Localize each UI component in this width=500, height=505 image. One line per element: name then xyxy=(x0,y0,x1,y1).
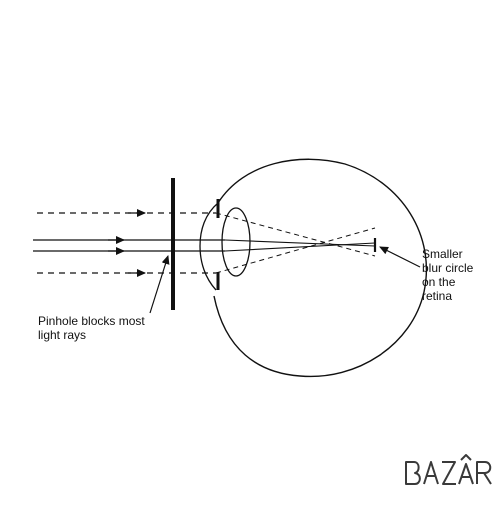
leader-pinhole xyxy=(149,255,170,314)
eyeball-outline xyxy=(213,158,428,378)
blur-label-line-2: blur circle xyxy=(422,261,474,275)
blur-label-line-1: Smaller xyxy=(422,247,463,261)
bazar-watermark-logo xyxy=(405,454,492,485)
solid-internal-upper xyxy=(224,239,376,247)
leader-blur-circle xyxy=(379,246,421,268)
pinhole-label-line-2: light rays xyxy=(38,328,87,342)
blur-label-line-3: on the xyxy=(422,275,456,289)
cornea xyxy=(199,202,219,291)
lens xyxy=(221,207,251,277)
blur-circle-label: Smaller blur circle on the retina xyxy=(422,247,473,303)
dashed-internal-lower xyxy=(215,227,376,274)
pinhole-label: Pinhole blocks most light rays xyxy=(38,314,145,342)
dashed-internal-upper xyxy=(215,212,376,257)
blur-label-line-4: retina xyxy=(422,289,453,303)
solid-internal-lower xyxy=(224,242,376,252)
pinhole-label-line-1: Pinhole blocks most xyxy=(38,314,145,328)
